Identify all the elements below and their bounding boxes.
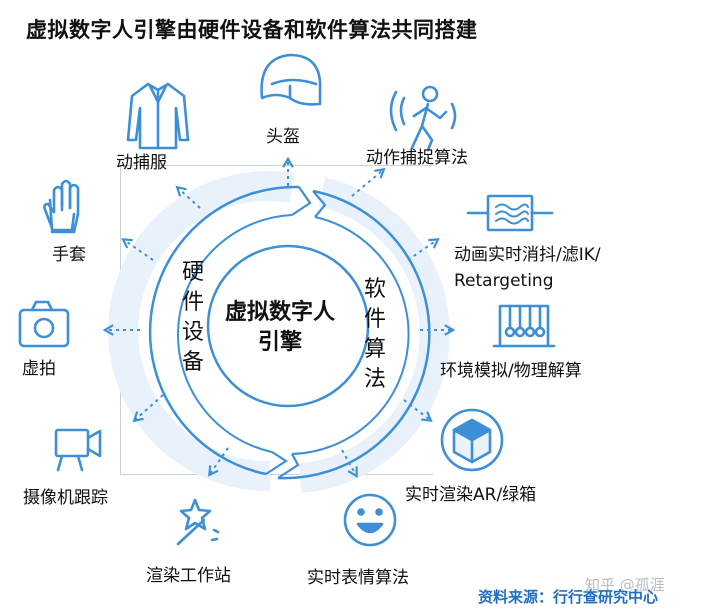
engine-core-line-1: 虚拟数字人 [224, 300, 335, 325]
helmet-icon [260, 53, 322, 106]
video-camera-icon [54, 428, 102, 472]
node-label-rendering: 实时渲染AR/绿箱 [405, 485, 537, 505]
motion-capture-icon [389, 85, 457, 152]
node-label-expression: 实时表情算法 [307, 568, 409, 588]
source-note: 资料来源：行行查研究中心 [478, 588, 659, 606]
page-title: 虚拟数字人引擎由硬件设备和软件算法共同搭建 [26, 18, 478, 42]
arrow-workstation [208, 447, 229, 477]
node-label-virtual-shoot: 虚拍 [22, 359, 56, 379]
connector-arrows [102, 156, 456, 478]
jacket-icon [126, 82, 190, 150]
engine-core-label: 虚拟数字人 引擎 [205, 298, 355, 358]
arrow-mocap-suit [175, 185, 201, 209]
engine-core-circle [206, 244, 370, 408]
glove-icon [43, 179, 80, 234]
cube-icon [440, 408, 504, 472]
camera-icon [18, 300, 70, 348]
node-label-helmet: 头盔 [266, 127, 300, 147]
magic-wand-icon [176, 498, 220, 546]
waveform-box-icon [466, 194, 554, 232]
node-label-motion-capture: 动作捕捉算法 [366, 148, 468, 168]
software-category-label: 软 件 算 法 [363, 277, 386, 392]
arrow-animation [407, 238, 440, 261]
arrow-glove [121, 238, 154, 261]
hardware-category-label: 硬 件 设 备 [181, 260, 204, 375]
engine-core-line-2: 引擎 [257, 330, 302, 355]
node-label-workstation: 渲染工作站 [146, 566, 231, 586]
node-label-physics: 环境模拟/物理解算 [440, 361, 582, 381]
engine-ring [108, 171, 450, 493]
node-label-mocap-suit: 动捕服 [116, 153, 167, 173]
arrow-rendering [403, 399, 433, 423]
node-label-glove: 手套 [52, 245, 86, 265]
arrow-expression [341, 449, 358, 478]
node-label-animation: 动画实时消抖/滤IK/ Retargeting [454, 245, 601, 291]
node-label-camera-tracking: 摄像机跟踪 [23, 488, 108, 508]
newton-cradle-icon [492, 304, 556, 348]
watermark: 知乎 @孤涯 [585, 576, 665, 594]
smiley-face-icon [343, 493, 397, 547]
